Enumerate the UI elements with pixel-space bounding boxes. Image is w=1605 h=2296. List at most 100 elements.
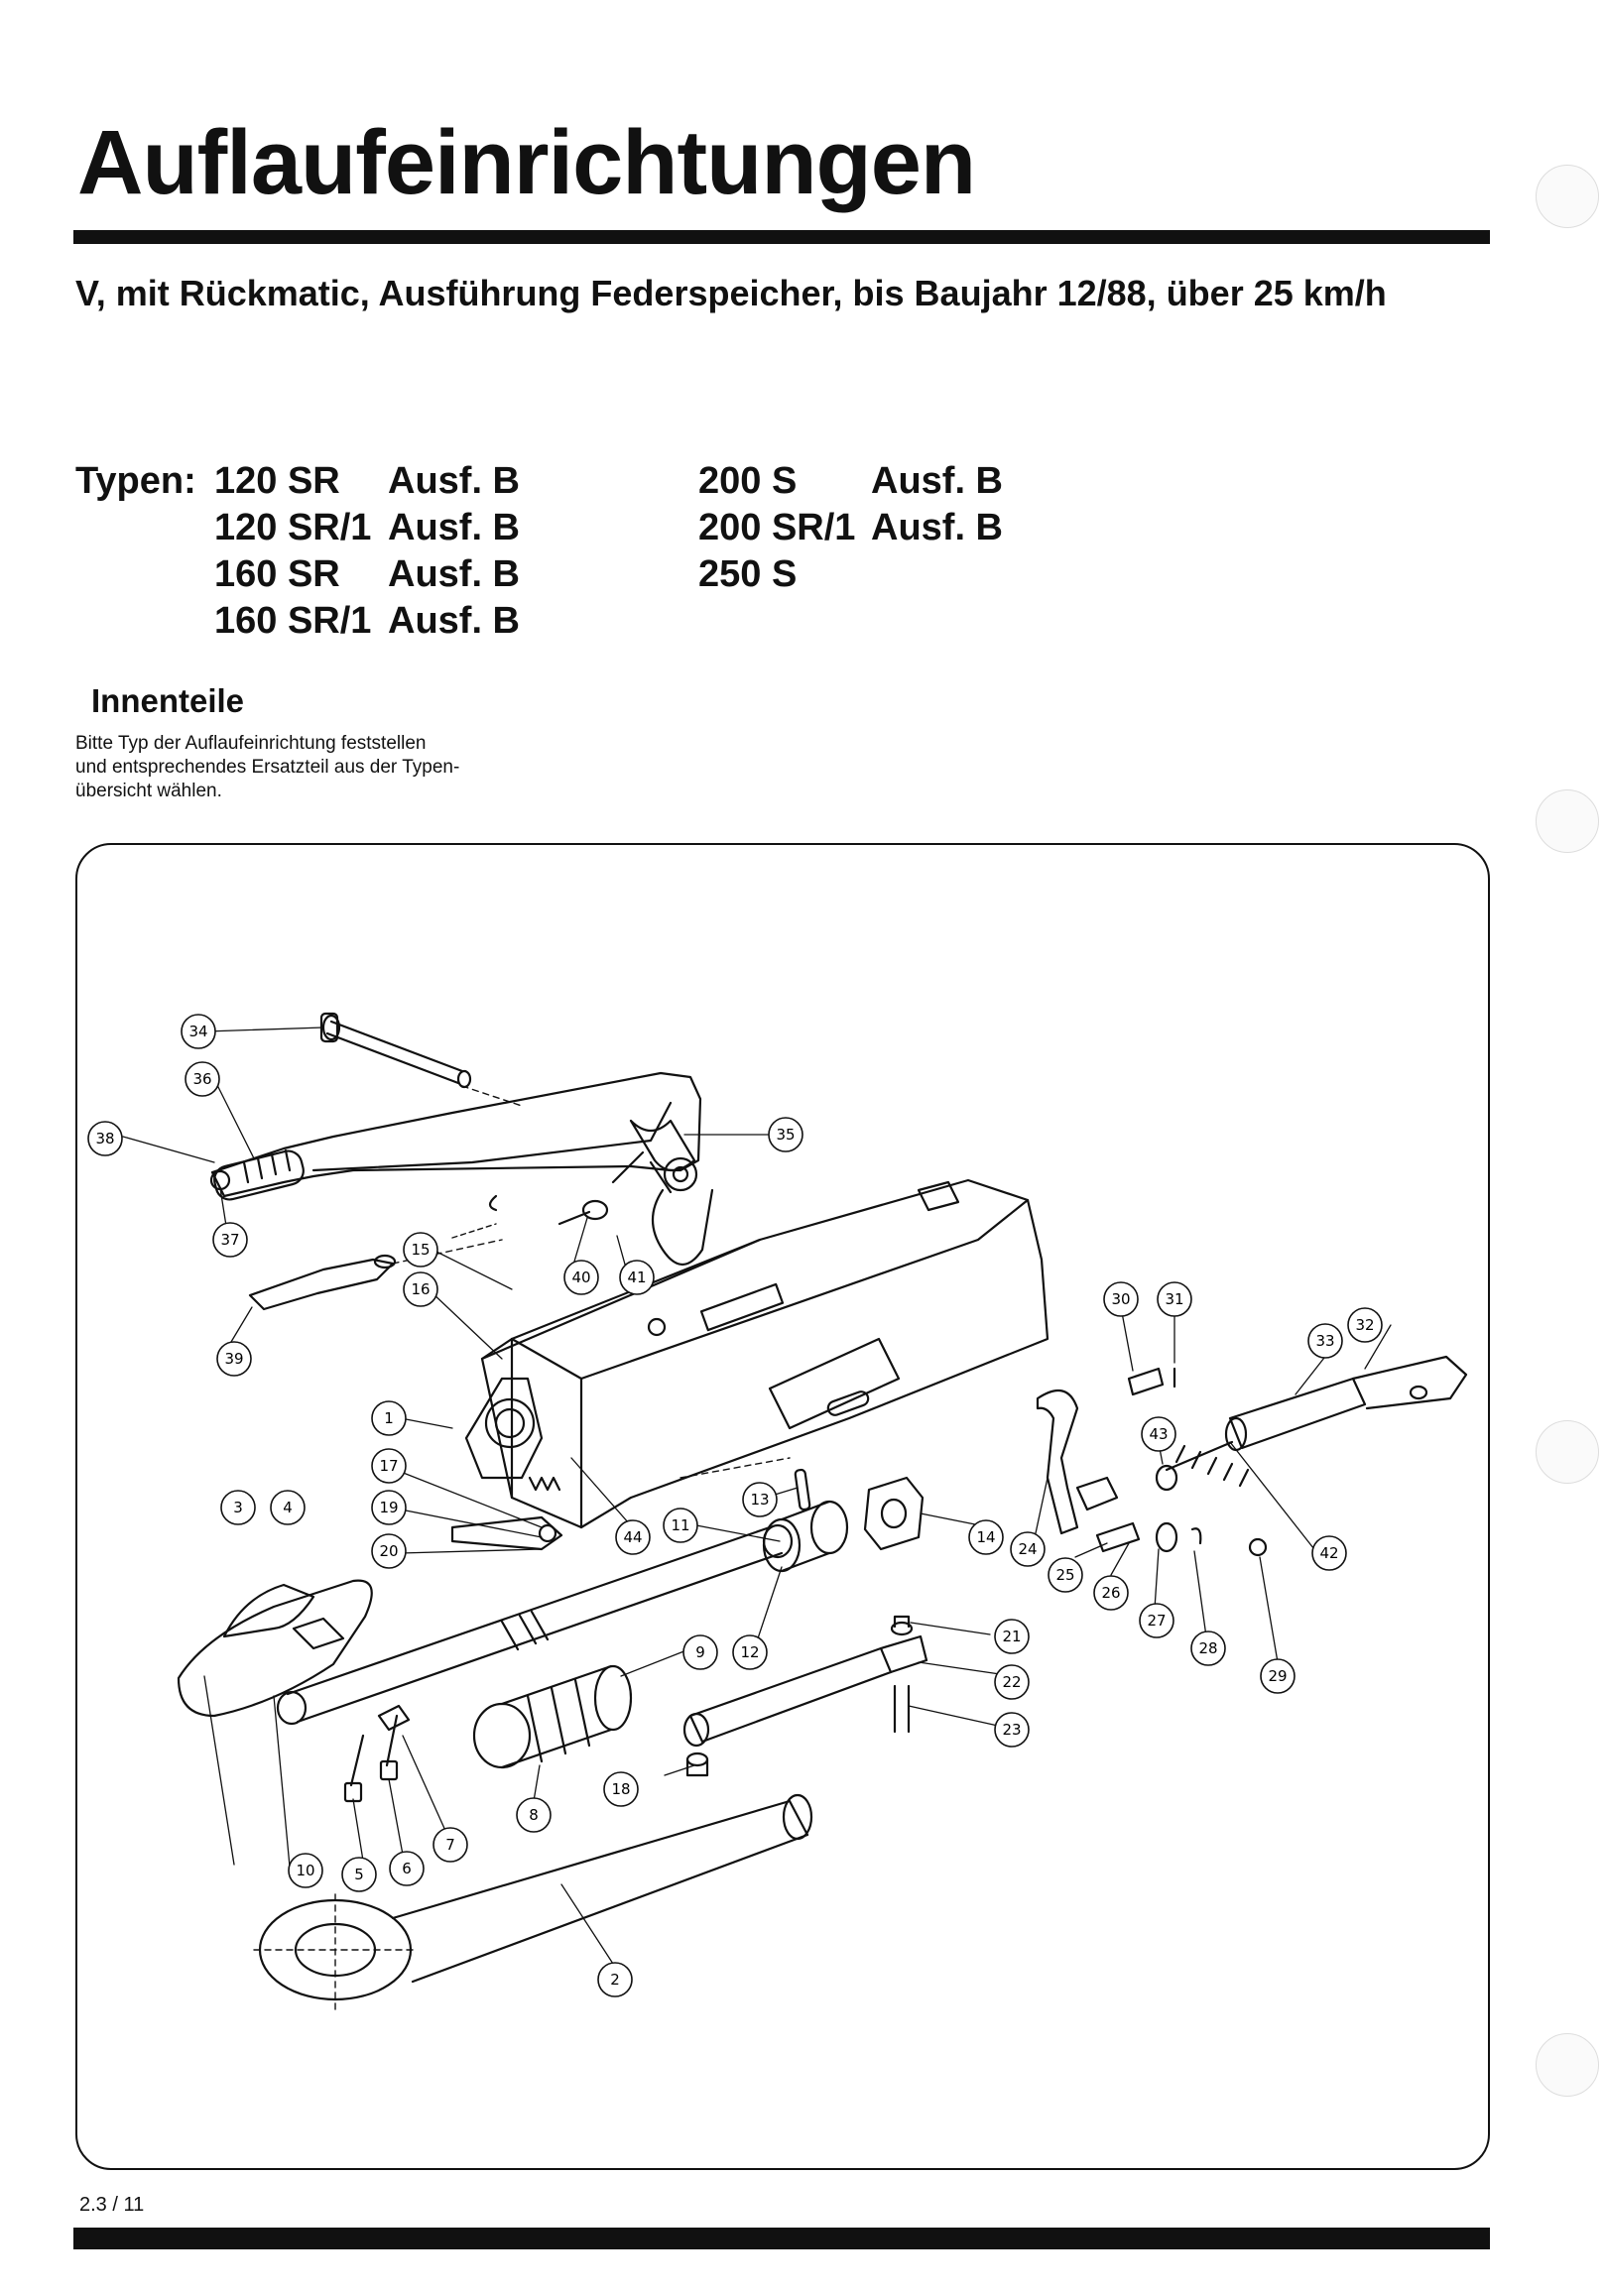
callout-circle	[1347, 1307, 1383, 1343]
callout-22: 22	[994, 1664, 1030, 1700]
type-variant: Ausf. B	[871, 507, 1003, 548]
callout-number: 14	[976, 1528, 995, 1546]
note-line: übersicht wählen.	[75, 781, 222, 801]
callout-circle	[619, 1260, 655, 1295]
callout-24: 24	[1010, 1531, 1046, 1567]
callout-number: 23	[1002, 1721, 1021, 1739]
callout-circle	[994, 1712, 1030, 1748]
note-line: und entsprechendes Ersatzteil aus der Ty…	[75, 757, 460, 778]
callout-circle	[768, 1117, 803, 1152]
callout-circle	[185, 1061, 220, 1097]
callout-17: 17	[371, 1448, 407, 1484]
lever-part-24	[1036, 1389, 1119, 1535]
callout-7: 7	[432, 1827, 468, 1863]
callout-circle	[516, 1797, 552, 1833]
pin-part-13	[794, 1468, 811, 1511]
footer-rule	[73, 2228, 1490, 2249]
callout-5: 5	[341, 1857, 377, 1892]
callout-circle	[288, 1853, 323, 1888]
type-model: 160 SR	[214, 553, 340, 595]
bushing-part-11-12	[762, 1500, 849, 1573]
callout-number: 24	[1018, 1540, 1037, 1558]
part-drawings	[122, 1012, 1468, 2014]
brake-lever-part	[209, 1071, 714, 1267]
callout-circle	[403, 1271, 438, 1307]
cylinder-part-33	[1165, 1355, 1468, 1488]
callout-40: 40	[563, 1260, 599, 1295]
callout-number: 26	[1101, 1584, 1120, 1602]
callout-18: 18	[603, 1771, 639, 1807]
binder-hole	[1536, 789, 1599, 853]
callout-number: 2	[610, 1971, 620, 1989]
callout-13: 13	[742, 1482, 778, 1517]
callout-number: 40	[571, 1269, 590, 1286]
type-model: 120 SR/1	[214, 507, 372, 548]
callout-8: 8	[516, 1797, 552, 1833]
callout-number: 3	[233, 1499, 243, 1516]
callout-number: 31	[1165, 1290, 1183, 1308]
cylinder-part-18-23	[682, 1615, 928, 1777]
callout-circle	[994, 1664, 1030, 1700]
callout-number: 8	[529, 1806, 539, 1824]
callout-6: 6	[389, 1851, 425, 1886]
callout-35: 35	[768, 1117, 803, 1152]
title-rule	[73, 230, 1490, 244]
callout-circle	[1139, 1603, 1174, 1638]
type-model: 250 S	[698, 553, 798, 595]
callout-14: 14	[968, 1519, 1004, 1555]
callout-circle	[216, 1341, 252, 1377]
bellows-part-8	[472, 1664, 633, 1769]
callout-circle	[1307, 1323, 1343, 1359]
callout-number: 18	[611, 1780, 630, 1798]
type-model: 200 S	[698, 460, 798, 502]
callout-4: 4	[270, 1490, 306, 1525]
callout-38: 38	[87, 1121, 123, 1156]
callout-circle	[603, 1771, 639, 1807]
callout-30: 30	[1103, 1281, 1139, 1317]
callout-43: 43	[1141, 1416, 1176, 1452]
binder-hole	[1536, 2033, 1599, 2097]
callout-3: 3	[220, 1490, 256, 1525]
callout-25: 25	[1048, 1557, 1083, 1593]
binder-hole	[1536, 1420, 1599, 1484]
callout-41: 41	[619, 1260, 655, 1295]
type-variant: Ausf. B	[388, 507, 520, 548]
callout-circle	[615, 1519, 651, 1555]
callout-number: 21	[1002, 1628, 1021, 1645]
callout-15: 15	[403, 1232, 438, 1268]
towing-eye-part-2	[253, 1793, 813, 2014]
callout-number: 16	[411, 1280, 430, 1298]
callout-number: 41	[627, 1269, 646, 1286]
callout-number: 29	[1268, 1667, 1287, 1685]
callout-circle	[432, 1827, 468, 1863]
callout-circle	[682, 1634, 718, 1670]
binder-hole	[1536, 165, 1599, 228]
callout-34: 34	[181, 1014, 216, 1049]
callout-circle	[1260, 1658, 1296, 1694]
callout-circle	[1157, 1281, 1192, 1317]
callout-number: 42	[1319, 1544, 1338, 1562]
callout-32: 32	[1347, 1307, 1383, 1343]
callout-20: 20	[371, 1533, 407, 1569]
callout-27: 27	[1139, 1603, 1174, 1638]
callout-12: 12	[732, 1634, 768, 1670]
callout-37: 37	[212, 1222, 248, 1258]
callout-10: 10	[288, 1853, 323, 1888]
diagram-frame	[75, 843, 1490, 2170]
callout-circle	[220, 1490, 256, 1525]
rod-part-34	[319, 1012, 523, 1107]
callout-circle	[597, 1962, 633, 1997]
note-line: Bitte Typ der Auflaufeinrichtung festste…	[75, 733, 427, 754]
pin-part-40-41	[451, 1194, 609, 1239]
callout-circle	[994, 1619, 1030, 1654]
coupling-head-part-3	[177, 1579, 373, 1718]
callout-circle	[1103, 1281, 1139, 1317]
callout-44: 44	[615, 1519, 651, 1555]
callout-number: 32	[1355, 1316, 1374, 1334]
